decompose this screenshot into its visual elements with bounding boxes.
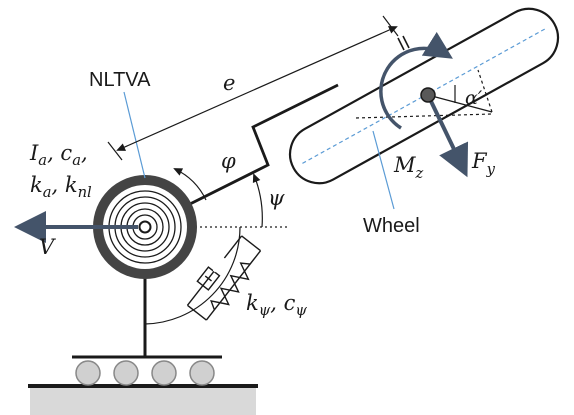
spring-label: kψ, cψ bbox=[246, 291, 307, 319]
inertia-label-line2: ka, knl bbox=[30, 173, 92, 201]
phi-angle-arc bbox=[173, 168, 207, 201]
wheel-hub bbox=[420, 87, 436, 103]
psi-angle-arc bbox=[252, 173, 263, 228]
nltva-absorber bbox=[93, 175, 197, 279]
fy-label: Fy bbox=[471, 149, 496, 178]
e-break-2 bbox=[402, 35, 410, 49]
ground-block bbox=[30, 388, 256, 415]
psi-label: ψ bbox=[268, 186, 285, 210]
alpha-ref-diag bbox=[427, 94, 493, 113]
rollers bbox=[75, 360, 215, 386]
alpha-label: α′ bbox=[465, 87, 483, 109]
phi-label: φ bbox=[221, 149, 236, 173]
e-break-1 bbox=[397, 37, 405, 51]
nltva-pointer bbox=[123, 91, 146, 179]
roller bbox=[113, 360, 139, 386]
spring-damper bbox=[186, 235, 262, 321]
alpha-ref-dash bbox=[477, 69, 493, 113]
wheel-pointer bbox=[372, 130, 395, 210]
inertia-label-line1: Ia, ca, bbox=[29, 141, 88, 169]
roller bbox=[189, 360, 215, 386]
e-tick-left bbox=[107, 141, 123, 161]
e-tick-right bbox=[382, 15, 399, 37]
roller bbox=[75, 360, 101, 386]
v-label: V bbox=[39, 235, 56, 259]
mz-label: Mz bbox=[393, 153, 424, 182]
mz-moment-arc bbox=[379, 31, 453, 130]
fy-force-arrow bbox=[426, 94, 469, 178]
pivot-point bbox=[138, 220, 152, 234]
roller bbox=[151, 360, 177, 386]
e-label: e bbox=[223, 71, 235, 95]
wheel-label: Wheel bbox=[363, 215, 420, 237]
e-dimension-line bbox=[116, 26, 398, 151]
nltva-label: NLTVA bbox=[89, 69, 151, 91]
spring-angle-arc bbox=[144, 226, 241, 325]
alpha-ref-line bbox=[355, 113, 493, 119]
